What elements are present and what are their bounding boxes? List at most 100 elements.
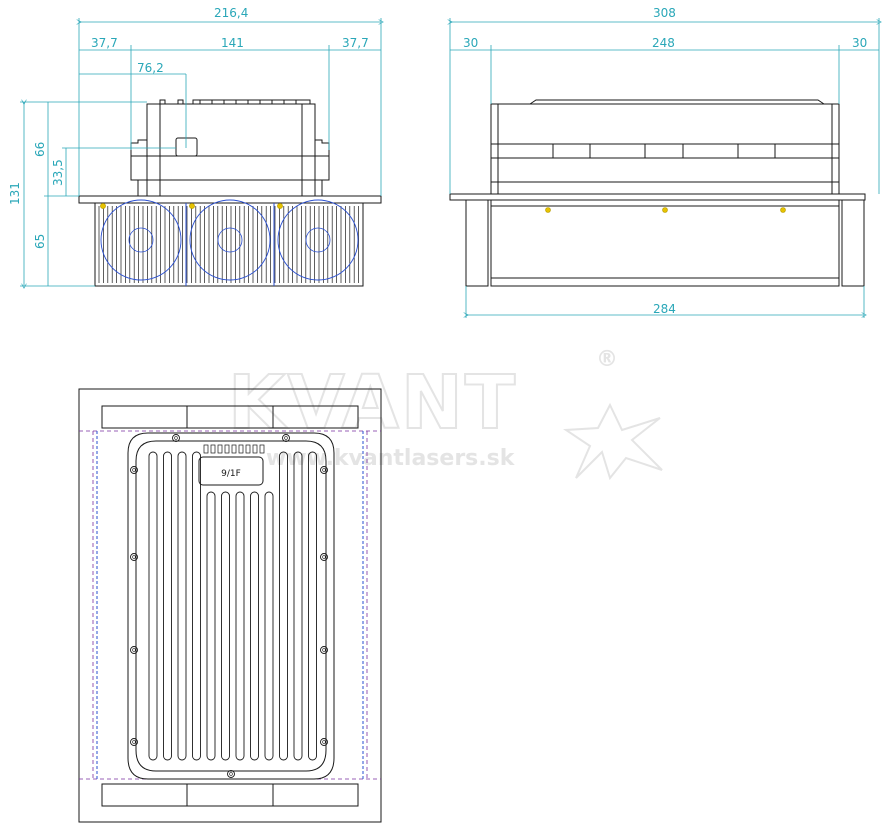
watermark-brand: KVANT [228, 360, 517, 446]
front-heatsink-outline [94, 202, 364, 287]
dim-front-overall-width: 216,4 [214, 6, 248, 20]
side-marker-center [662, 207, 668, 213]
top-label-plate-text: 9/1F [221, 469, 241, 479]
top-screw-head-9 [322, 555, 326, 559]
top-screws [130, 434, 328, 778]
top-fin-1 [148, 451, 158, 761]
top-screw-4 [130, 466, 138, 474]
top-housing-outline [127, 432, 335, 780]
front-fan-group [100, 199, 359, 286]
side-mounting-flange [449, 193, 866, 201]
top-mounting-plate [78, 388, 382, 823]
side-housing-inner-edges [497, 104, 833, 194]
top-screw-head-2 [284, 436, 288, 440]
dim-side-left-flange: 30 [463, 36, 478, 50]
top-fin-9 [264, 491, 274, 761]
top-screw-head-5 [132, 555, 136, 559]
top-vent-2 [210, 444, 216, 454]
front-view-dimensions [20, 18, 381, 286]
top-screw-7 [130, 738, 138, 746]
dim-side-base-width: 284 [653, 302, 676, 316]
dim-front-right-offset: 37,7 [342, 36, 369, 50]
front-fan-marker-1 [100, 203, 106, 209]
side-bracket-left [465, 199, 489, 287]
front-view-dimension-labels: 216,4 37,7 141 37,7 76,2 131 66 33,5 65 [8, 6, 369, 249]
side-housing-top [529, 99, 825, 105]
top-screw-head-10 [322, 648, 326, 652]
watermark-star-icon [562, 402, 663, 481]
front-fan-hub-1 [128, 227, 154, 253]
front-heatsink-fins [98, 206, 359, 283]
top-screw-head-7 [132, 740, 136, 744]
top-vent-4 [224, 444, 230, 454]
top-fin-7 [235, 491, 245, 761]
top-screw-11 [320, 738, 328, 746]
top-fin-2 [163, 451, 172, 761]
dim-front-label-position: 76,2 [137, 61, 164, 75]
dim-side-body-width: 248 [652, 36, 675, 50]
top-vent-1 [203, 444, 209, 454]
top-screw-8 [320, 466, 328, 474]
dim-front-total-height: 131 [8, 182, 22, 205]
top-screw-5 [130, 553, 138, 561]
front-fan-3 [277, 199, 359, 281]
top-fin-4 [192, 451, 201, 761]
top-screw-1 [172, 434, 180, 442]
dim-front-upper-height: 66 [33, 142, 47, 157]
dim-side-overall-width: 308 [653, 6, 676, 20]
top-vent-7 [245, 444, 251, 454]
top-screw-head-3 [229, 772, 233, 776]
front-fan-1 [100, 199, 182, 281]
top-vent-9 [259, 444, 265, 454]
top-screw-head-1 [174, 436, 178, 440]
top-screw-6 [130, 646, 138, 654]
front-fan-hub-3 [305, 227, 331, 253]
watermark-registered-mark: ® [596, 347, 618, 372]
side-housing-outline [490, 103, 840, 195]
dim-front-lower-height: 65 [33, 234, 47, 249]
dim-side-right-flange: 30 [852, 36, 867, 50]
front-mounting-flange [78, 195, 382, 204]
top-vent-5 [231, 444, 237, 454]
top-screw-head-6 [132, 648, 136, 652]
top-screw-2 [282, 434, 290, 442]
top-bracket-upper [101, 405, 359, 429]
side-bracket-right [841, 199, 865, 287]
top-screw-3 [227, 770, 235, 778]
watermark: KVANT ® www.kvantlasers.sk [227, 347, 663, 481]
top-fin-11 [293, 451, 303, 761]
top-fin-8 [250, 491, 259, 761]
dim-front-left-offset: 37,7 [91, 36, 118, 50]
top-fin-3 [177, 451, 187, 761]
side-housing-slots [552, 144, 776, 158]
top-heatsink-fins [148, 444, 317, 761]
top-screw-10 [320, 646, 328, 654]
dim-front-label-height: 33,5 [51, 159, 65, 186]
front-fan-marker-2 [189, 203, 195, 209]
side-marker-right [780, 207, 786, 213]
side-marker-left [545, 207, 551, 213]
side-heatsink [490, 199, 840, 287]
top-screw-head-11 [322, 740, 326, 744]
top-view: 9/1F [78, 388, 382, 823]
dim-front-center-span: 141 [221, 36, 244, 50]
top-screw-head-4 [132, 468, 136, 472]
front-housing-outline [130, 103, 330, 197]
front-fan-2 [189, 199, 271, 281]
top-label-plate [198, 456, 264, 486]
side-view [449, 99, 866, 287]
side-view-dimension-labels: 308 30 248 30 284 [463, 6, 867, 316]
top-vent-6 [238, 444, 244, 454]
front-fan-marker-3 [277, 203, 283, 209]
top-housing-inner [135, 440, 327, 772]
top-cutout-outline [79, 430, 381, 780]
top-screw-9 [320, 553, 328, 561]
side-view-dimensions [450, 18, 879, 318]
front-view [78, 99, 382, 287]
front-fan-hub-2 [217, 227, 243, 253]
top-fin-5 [206, 491, 216, 761]
front-top-fins [159, 99, 311, 104]
top-fin-10 [279, 451, 288, 761]
front-label-plate [175, 137, 198, 157]
